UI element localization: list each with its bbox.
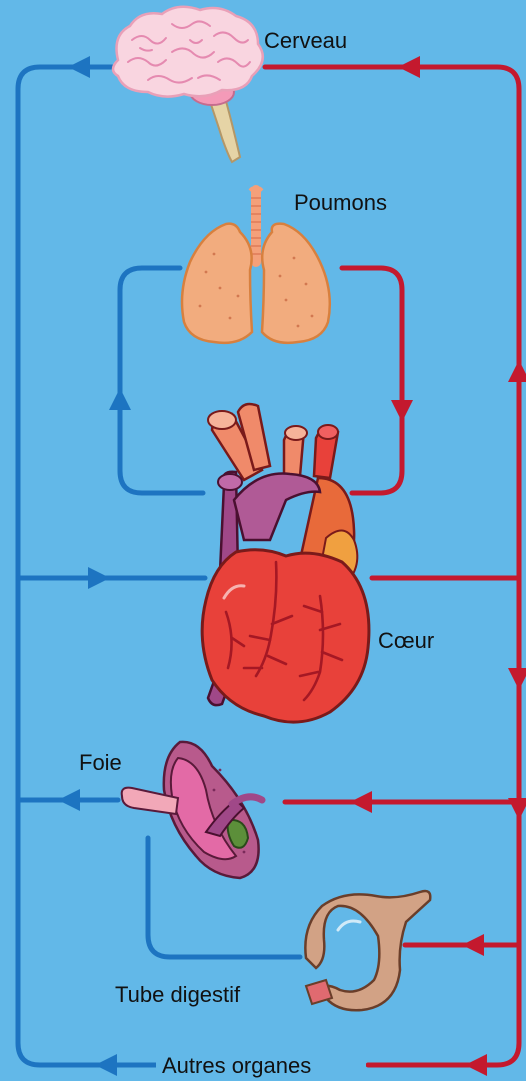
red-pulmonary-loop: [342, 268, 402, 493]
label-digestive: Tube digestif: [115, 982, 241, 1007]
arrow-up-icon: [109, 388, 131, 410]
label-lungs: Poumons: [294, 190, 387, 215]
arrow-right-icon: [88, 567, 110, 589]
stomach-icon: [305, 891, 430, 1010]
arrow-left-icon: [465, 1054, 487, 1076]
heart-icon: [202, 404, 369, 722]
blue-main-loop: [18, 67, 160, 1065]
arrow-left-icon: [95, 1054, 117, 1076]
label-brain: Cerveau: [264, 28, 347, 53]
brain-icon: [113, 7, 263, 162]
arrow-left-icon: [398, 56, 420, 78]
arrow-left-icon: [58, 789, 80, 811]
label-others: Autres organes: [162, 1053, 311, 1078]
arrow-left-icon: [462, 934, 484, 956]
label-heart: Cœur: [378, 628, 434, 653]
arrow-left-icon: [350, 791, 372, 813]
arrow-left-icon: [68, 56, 90, 78]
label-liver: Foie: [79, 750, 122, 775]
liver-icon: [122, 742, 262, 878]
arrow-down-icon: [391, 400, 413, 422]
